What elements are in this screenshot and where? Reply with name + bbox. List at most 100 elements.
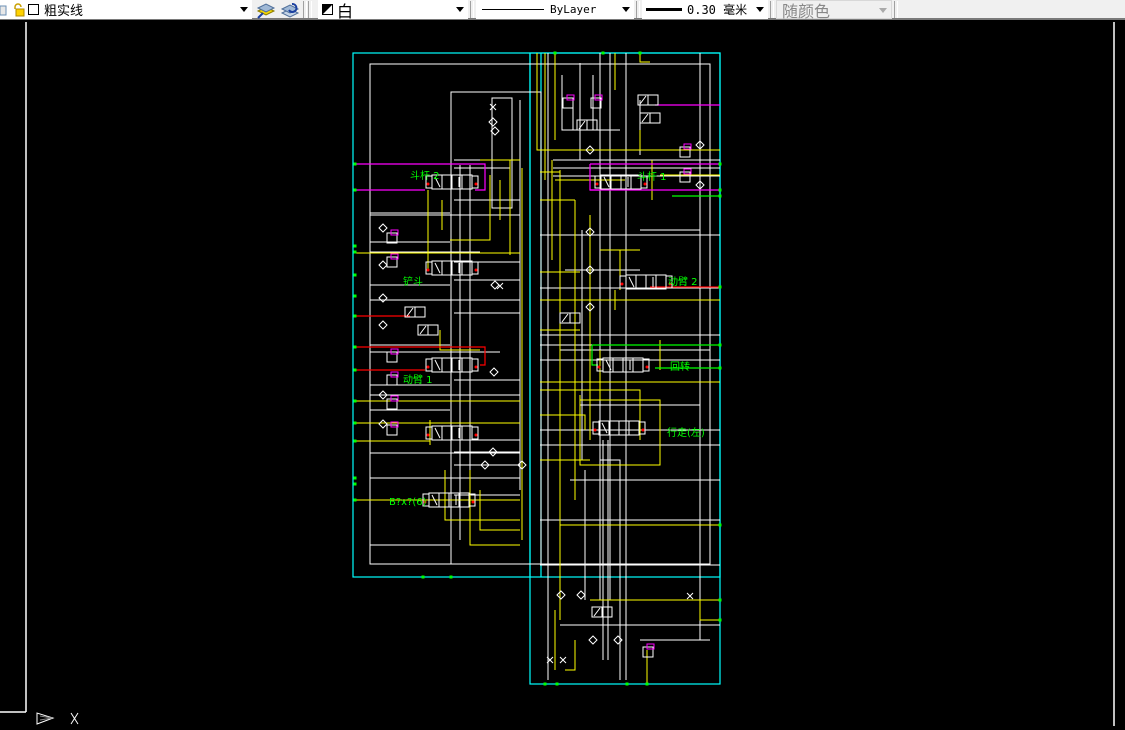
valve-arm-2 xyxy=(425,174,479,190)
magenta-lines xyxy=(355,104,720,191)
check-valve-icon xyxy=(488,447,498,457)
relief-valve-icon xyxy=(386,253,399,268)
shuttle-valve xyxy=(576,119,598,131)
layer-name: 粗实线 xyxy=(44,4,84,19)
check-valve-icon xyxy=(517,460,527,470)
chevron-down-icon[interactable] xyxy=(756,7,764,12)
connection-node xyxy=(353,273,357,277)
linetype-preview xyxy=(482,9,544,10)
label-arm-2: 斗杆 2 xyxy=(410,170,440,182)
connection-node xyxy=(718,523,722,527)
lock-icon xyxy=(14,2,25,16)
relief-valve-icon xyxy=(642,643,655,658)
connection-node xyxy=(353,482,357,486)
solenoid-valve-lower xyxy=(639,112,661,124)
connection-node xyxy=(555,682,559,686)
lineweight-value: 0.30 毫米 xyxy=(687,3,748,17)
check-valve-icon xyxy=(585,302,595,312)
hydraulic-lines xyxy=(369,53,720,680)
connection-node xyxy=(718,194,722,198)
connection-node xyxy=(543,682,547,686)
chevron-down-icon[interactable] xyxy=(456,7,464,12)
valve-boom-2 xyxy=(619,274,673,290)
color-swatch-icon xyxy=(322,3,333,15)
label-travel-left: 行走(左) xyxy=(667,426,705,439)
relief-valve-icon xyxy=(386,371,399,386)
connection-node xyxy=(353,368,357,372)
check-valve-icon xyxy=(576,590,586,600)
check-valve-icon xyxy=(378,293,388,303)
layer-previous-icon[interactable] xyxy=(280,1,300,19)
orifice-icon xyxy=(546,656,554,664)
relief-valve-icon xyxy=(386,395,399,410)
layer-control[interactable]: 粗实线 xyxy=(0,0,252,19)
linetype-dropdown[interactable]: ByLayer xyxy=(476,0,634,19)
connection-node xyxy=(718,162,722,166)
pilot-valve-c xyxy=(559,312,581,324)
connection-node xyxy=(601,51,605,55)
label-arm-1: 斗杆 1 xyxy=(637,171,667,183)
plotstyle-dropdown: 随颜色 xyxy=(776,0,892,21)
check-valve-icon xyxy=(556,590,566,600)
valve-bucket xyxy=(425,260,479,276)
plotstyle-value: 随颜色 xyxy=(782,1,831,21)
orifice-icon xyxy=(489,103,497,111)
components xyxy=(353,51,722,686)
connection-node xyxy=(718,188,722,192)
hydraulic-schematic: 斗杆 2 斗杆 1 铲斗 动臂 2 动臂 1 回转 行走(左) B?x?(6) xyxy=(0,22,1115,726)
make-object-layer-current-icon[interactable] xyxy=(256,1,276,19)
connection-node xyxy=(625,682,629,686)
properties-toolbar: 粗实线 白 ByLayer 0.30 毫米 随颜色 xyxy=(0,0,1125,21)
check-valve-icon xyxy=(613,635,623,645)
lineweight-preview xyxy=(646,8,682,11)
color-dropdown[interactable]: 白 xyxy=(318,0,468,21)
connection-node xyxy=(718,343,722,347)
chevron-down-icon[interactable] xyxy=(240,7,248,12)
relief-valve-icon xyxy=(590,94,603,109)
connection-node xyxy=(353,421,357,425)
valve-swing xyxy=(596,357,650,373)
valve-labels: 斗杆 2 斗杆 1 铲斗 动臂 2 动臂 1 回转 行走(左) B?x?(6) xyxy=(389,170,705,508)
color-square-icon xyxy=(28,4,39,15)
connection-node xyxy=(353,162,357,166)
lineweight-dropdown[interactable]: 0.30 毫米 xyxy=(642,0,768,19)
chevron-down-icon[interactable] xyxy=(622,7,630,12)
check-valve-icon xyxy=(378,260,388,270)
check-valve-icon xyxy=(695,180,705,190)
relief-valve-icon xyxy=(386,348,399,363)
check-valve-icon xyxy=(490,126,500,136)
pilot-valve-a xyxy=(404,306,426,318)
check-valve-icon xyxy=(585,265,595,275)
chevron-down-icon xyxy=(879,8,887,13)
ucs-arrow xyxy=(36,712,55,725)
connection-node xyxy=(353,314,357,318)
main-relief-valve xyxy=(591,606,613,618)
check-valve-icon xyxy=(480,460,490,470)
connection-node xyxy=(353,244,357,248)
layer-dropdown[interactable]: 粗实线 xyxy=(0,0,252,19)
relief-valve-icon xyxy=(562,94,575,109)
relief-valve-icon xyxy=(679,168,692,183)
check-valve-icon xyxy=(488,117,498,127)
connection-node xyxy=(718,366,722,370)
valve-arm-1 xyxy=(594,174,648,190)
connection-node xyxy=(718,618,722,622)
connection-node xyxy=(353,250,357,254)
drawing-canvas[interactable]: 斗杆 2 斗杆 1 铲斗 动臂 2 动臂 1 回转 行走(左) B?x?(6) xyxy=(0,22,1125,726)
color-value: 白 xyxy=(337,1,354,21)
solenoid-valve-top xyxy=(637,94,659,106)
connection-node xyxy=(553,51,557,55)
relief-valve-icon xyxy=(679,143,692,158)
pilot-valve-b xyxy=(417,324,439,336)
valve-travel-right xyxy=(422,492,476,508)
red-lines xyxy=(355,286,720,371)
label-swing: 回转 xyxy=(670,360,690,373)
relief-valve-icon xyxy=(386,421,399,436)
connection-node xyxy=(638,51,642,55)
connection-node xyxy=(353,294,357,298)
check-valve-icon xyxy=(588,635,598,645)
check-valve-icon xyxy=(378,419,388,429)
check-valve-icon xyxy=(695,140,705,150)
lightbulb-icon xyxy=(0,5,7,15)
label-travel-right: B?x?(6) xyxy=(389,497,427,508)
